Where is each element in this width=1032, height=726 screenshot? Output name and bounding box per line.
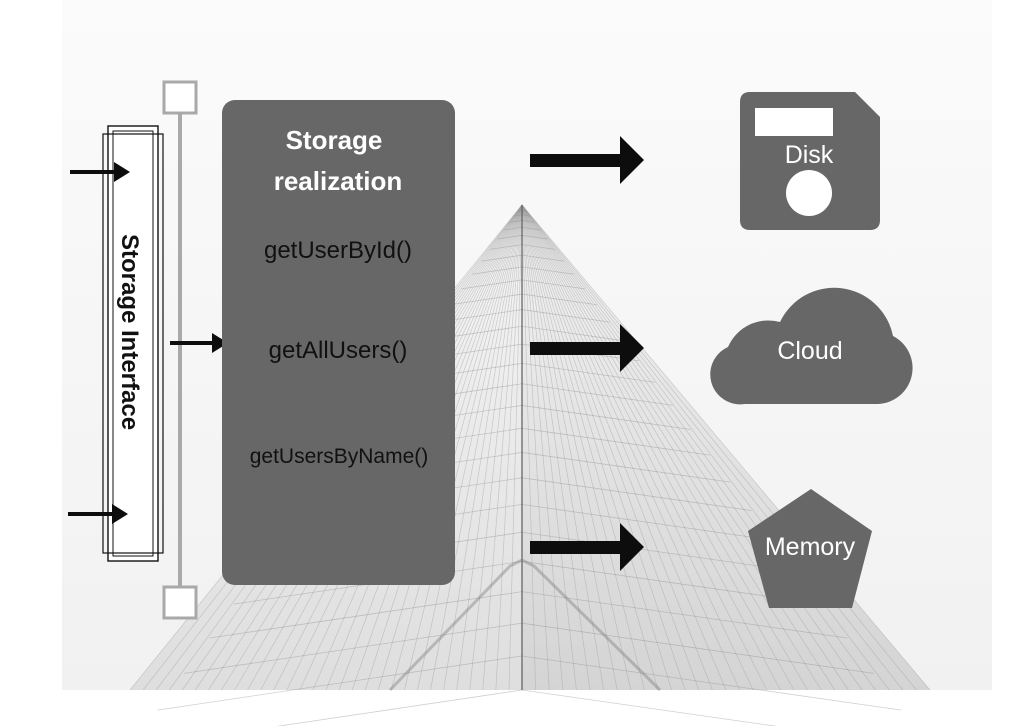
interface-input-arrows (68, 162, 228, 524)
rail-bottom-handle (162, 585, 198, 620)
arrow-rail-to-realization (170, 333, 228, 353)
storage-realization-box: Storage realization getUserById() getAll… (222, 100, 455, 585)
arrow-to-cloud (530, 324, 644, 372)
disk-label: Disk (785, 141, 834, 169)
storage-interface-label: Storage Interface (116, 234, 143, 430)
memory-icon: Memory (748, 489, 872, 608)
interface-rail (162, 80, 198, 620)
arrow-to-disk (530, 136, 644, 184)
method-get-users-by-name: getUsersByName() (250, 445, 429, 468)
disk-icon: Disk (740, 92, 880, 230)
realization-title-line2: realization (274, 166, 403, 196)
rail-top-handle (162, 80, 198, 115)
method-get-all-users: getAllUsers() (269, 337, 408, 364)
output-arrows (530, 136, 644, 571)
cloud-label: Cloud (777, 337, 842, 365)
method-get-user-by-id: getUserById() (264, 237, 412, 264)
arrow-into-interface-bottom (68, 504, 128, 524)
cloud-icon: Cloud (710, 287, 913, 405)
arrow-to-memory (530, 523, 644, 571)
arrow-into-interface-top (70, 162, 130, 182)
memory-label: Memory (765, 533, 856, 561)
realization-title-line1: Storage (286, 125, 383, 155)
storage-interface-bar: Storage Interface (102, 125, 164, 562)
